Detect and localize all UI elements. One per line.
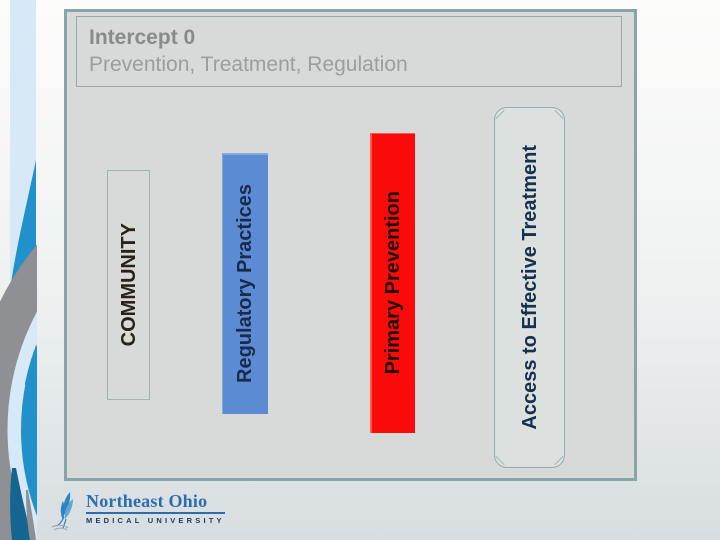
column-label-access-treatment: Access to Effective Treatment xyxy=(518,145,541,430)
column-access-treatment-box: Access to Effective Treatment xyxy=(494,107,565,468)
logo-org-name: Northeast Ohio xyxy=(86,491,225,514)
column-label-primary-prevention: Primary Prevention xyxy=(381,191,404,375)
column-regulatory-practices-bar: Regulatory Practices xyxy=(222,153,268,414)
slide-subtitle: Prevention, Treatment, Regulation xyxy=(89,53,408,76)
left-swoosh-decoration xyxy=(0,0,37,540)
slide-title: Intercept 0 xyxy=(89,26,196,49)
corner-tick xyxy=(495,109,505,120)
corner-tick xyxy=(554,109,564,120)
corner-tick xyxy=(495,455,505,466)
neomed-logo: Northeast Ohio MEDICAL UNIVERSITY xyxy=(50,491,225,531)
column-community-box: COMMUNITY xyxy=(107,170,150,400)
column-primary-prevention-bar: Primary Prevention xyxy=(370,133,415,433)
title-box: Intercept 0 Prevention, Treatment, Regul… xyxy=(76,16,622,87)
logo-org-subname: MEDICAL UNIVERSITY xyxy=(86,516,225,525)
column-label-community: COMMUNITY xyxy=(117,223,140,347)
feather-icon xyxy=(51,492,73,531)
column-label-regulatory-practices: Regulatory Practices xyxy=(234,184,256,383)
